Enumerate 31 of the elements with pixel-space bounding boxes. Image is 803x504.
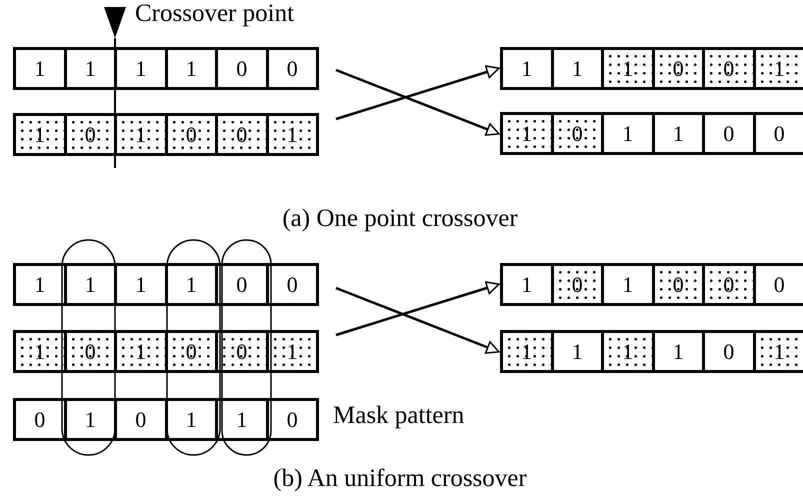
- caption: (a) One point crossover: [282, 205, 518, 233]
- bit-string-row: [13, 263, 319, 306]
- bit-cell: 1: [168, 266, 218, 303]
- bit-cell: 1: [66, 266, 117, 303]
- bit-cell: 1: [654, 115, 705, 152]
- hollow-arrow: [336, 281, 500, 336]
- bit-cell: 1: [66, 401, 117, 438]
- bit-string-row: [13, 113, 319, 156]
- bit-cell: 1: [168, 50, 218, 87]
- bit-string-row: [500, 263, 803, 306]
- crossover-point-label: Crossover point: [135, 0, 294, 28]
- bit-cell: 1: [168, 401, 218, 438]
- bit-string-row: [13, 330, 319, 373]
- caption: (b) An uniform crossover: [273, 465, 527, 493]
- dotted-bit-cell: 0: [654, 266, 705, 303]
- bit-string-row: [500, 47, 803, 90]
- hollow-arrow: [336, 65, 500, 120]
- dotted-bit-cell: 0: [66, 116, 117, 153]
- dotted-bit-cell: 0: [168, 116, 218, 153]
- hollow-arrow: [336, 68, 500, 136]
- bit-string-row: [500, 330, 803, 373]
- bit-string-row: [13, 398, 319, 441]
- dotted-bit-cell: 0: [66, 333, 117, 370]
- mask-pattern-label: Mask pattern: [333, 402, 464, 430]
- dotted-bit-cell: 0: [654, 50, 705, 87]
- bit-string-row: [500, 112, 803, 155]
- bit-cell: 1: [66, 50, 117, 87]
- bit-cell: 1: [654, 333, 705, 370]
- bit-string-row: [13, 47, 319, 90]
- hollow-arrow: [336, 286, 500, 354]
- dotted-bit-cell: 0: [168, 333, 218, 370]
